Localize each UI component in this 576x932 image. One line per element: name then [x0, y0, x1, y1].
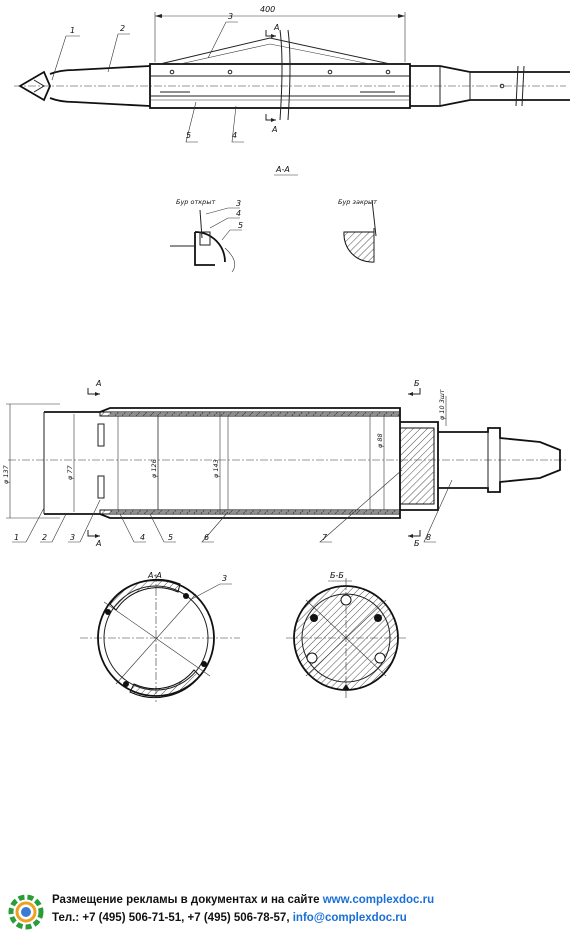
complexdoc-logo-icon	[8, 894, 44, 930]
dim-d1: φ 77	[66, 465, 74, 480]
callout-5: 5	[186, 131, 191, 140]
footer-ads-text: Размещение рекламы в документах и на сай…	[52, 894, 323, 906]
section-aa-bottom-callout-3: 3	[222, 574, 227, 583]
dim-d4: φ 88	[376, 433, 384, 448]
mark-b-bottom: Б	[414, 539, 420, 548]
section-aa-callout-5: 5	[238, 221, 243, 230]
section-aa-callout-4: 4	[236, 209, 241, 218]
bottom-callout-5: 5	[168, 533, 173, 542]
callout-4: 4	[232, 131, 237, 140]
dim-400-label: 400	[260, 5, 275, 14]
footer-line-contacts: Тел.: +7 (495) 506-71-51, +7 (495) 506-7…	[52, 912, 407, 924]
bottom-longitudinal-section: φ 137 φ 77 φ 126 φ 143 φ 88 A	[2, 379, 566, 548]
section-aa-bottom-title: A-A	[147, 571, 162, 580]
bottom-callout-2: 2	[42, 533, 47, 542]
footer-phone-text: Тел.: +7 (495) 506-71-51, +7 (495) 506-7…	[52, 912, 293, 924]
section-mark-a-top: A	[273, 23, 279, 32]
dim-d3: φ 143	[212, 459, 220, 478]
mark-a-bottom: A	[95, 539, 101, 548]
section-aa-top-title: A-A	[275, 165, 290, 174]
section-aa-bottom: A-A 3	[80, 571, 240, 702]
caption-closed: Бур закрыт	[338, 198, 377, 206]
callout-3: 3	[228, 12, 233, 21]
section-aa-callout-3: 3	[236, 199, 241, 208]
dim-d2: φ 126	[150, 459, 158, 478]
footer-email-link[interactable]: info@complexdoc.ru	[292, 912, 407, 924]
top-assembly-view: 400 A A 1 2 3 4 5	[14, 5, 570, 143]
mark-b-top: Б	[414, 379, 420, 388]
footer-site-link[interactable]: www.complexdoc.ru	[322, 894, 435, 906]
bottom-callout-6: 6	[204, 533, 209, 542]
caption-open: Бур открыт	[176, 198, 215, 206]
footer-banner: Размещение рекламы в документах и на сай…	[0, 886, 576, 932]
section-aa-top: A-A Бур открыт 3 4 5 Бур закрыт	[170, 165, 377, 273]
bottom-callout-1: 1	[14, 533, 19, 542]
bottom-callout-8: 8	[426, 533, 431, 542]
callout-2: 2	[120, 24, 125, 33]
bottom-callout-3: 3	[70, 533, 75, 542]
callout-1: 1	[70, 26, 75, 35]
section-mark-a-bottom: A	[271, 125, 277, 134]
bottom-callout-4: 4	[140, 533, 145, 542]
dim-left: φ 137	[2, 464, 10, 484]
mark-a-top: A	[95, 379, 101, 388]
dim-right: φ 10 3шт	[438, 389, 446, 420]
technical-drawing: 400 A A 1 2 3 4 5 A-A Бур открыт 3 4 5	[2, 5, 570, 702]
bottom-callout-7: 7	[322, 533, 328, 542]
section-bb-bottom: Б-Б	[286, 571, 406, 698]
footer-line-ads: Размещение рекламы в документах и на сай…	[52, 894, 434, 906]
section-bb-title: Б-Б	[330, 571, 344, 580]
